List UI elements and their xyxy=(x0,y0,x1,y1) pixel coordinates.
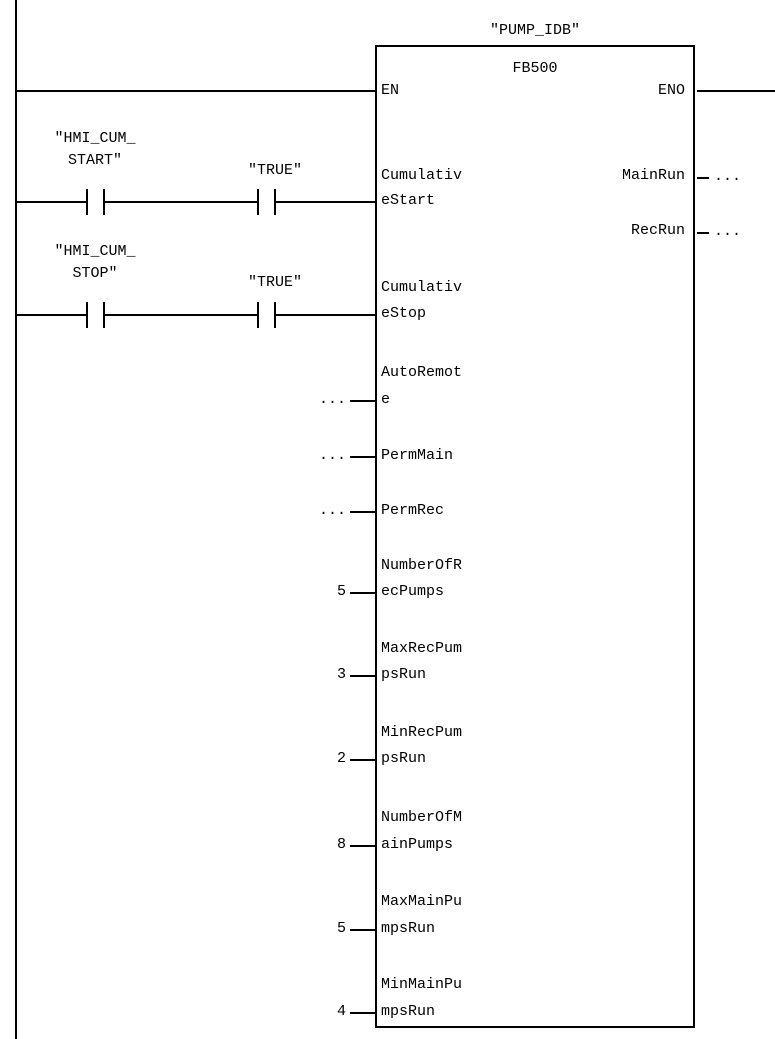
pin-cumulative-stop-line2: eStop xyxy=(381,305,427,322)
pin-cumulative-stop: Cumulativ xyxy=(381,279,463,296)
contact-hmi-cum-stop-left-bar xyxy=(86,302,88,328)
pin-main-run: MainRun xyxy=(621,167,685,184)
pin-cumulative-start-line2: eStart xyxy=(381,192,436,209)
pin-perm-main-stub xyxy=(350,456,375,458)
contact-true-2-right-bar xyxy=(274,302,276,328)
pin-auto-remote: AutoRemot xyxy=(381,364,463,381)
en-rung-wire xyxy=(15,90,375,92)
pin-min-rec-pumps-run-line2: psRun xyxy=(381,750,427,767)
pin-min-main-pumps-run-line2: mpsRun xyxy=(381,1003,436,1020)
function-block[interactable] xyxy=(375,45,695,1028)
contact-hmi-cum-stop-tag-line2: STOP" xyxy=(72,265,118,282)
contact-hmi-cum-stop-right-bar xyxy=(103,302,105,328)
contact-hmi-cum-stop-tag: "HMI_CUM_ xyxy=(54,243,136,260)
pin-rec-run-stub xyxy=(697,232,709,234)
pin-number-of-rec-pumps-line2: ecPumps xyxy=(381,583,445,600)
pin-perm-rec-value[interactable]: ... xyxy=(318,502,346,519)
contact-hmi-cum-start-right-bar xyxy=(103,189,105,215)
eno-output-wire xyxy=(697,90,775,92)
pin-cumulative-start: Cumulativ xyxy=(381,167,463,184)
power-rail xyxy=(15,0,17,1039)
pin-max-rec-pumps-run-stub xyxy=(350,675,375,677)
pin-min-main-pumps-run: MinMainPu xyxy=(381,976,463,993)
pin-min-main-pumps-run-value[interactable]: 4 xyxy=(336,1003,346,1020)
pin-main-run-value[interactable]: ... xyxy=(714,168,742,185)
pin-number-of-rec-pumps-stub xyxy=(350,592,375,594)
rung-stop-wire xyxy=(15,314,86,316)
pin-number-of-main-pumps: NumberOfM xyxy=(381,809,463,826)
contact-hmi-cum-start-tag-line2: START" xyxy=(67,152,122,169)
contact-true-1-right-bar xyxy=(274,189,276,215)
en-pin-label: EN xyxy=(381,82,400,99)
pin-rec-run: RecRun xyxy=(630,222,685,239)
rung-stop-wire xyxy=(105,314,257,316)
pin-main-run-stub xyxy=(697,177,709,179)
pin-number-of-rec-pumps-value[interactable]: 5 xyxy=(336,583,346,600)
contact-true-1-left-bar xyxy=(257,189,259,215)
pin-perm-rec: PermRec xyxy=(381,502,445,519)
pin-rec-run-value[interactable]: ... xyxy=(714,223,742,240)
eno-pin-label: ENO xyxy=(657,82,685,99)
pin-perm-main: PermMain xyxy=(381,447,454,464)
pin-max-main-pumps-run-value[interactable]: 5 xyxy=(336,920,346,937)
pin-max-main-pumps-run: MaxMainPu xyxy=(381,893,463,910)
pin-number-of-main-pumps-value[interactable]: 8 xyxy=(336,836,346,853)
rung-stop-wire xyxy=(276,314,375,316)
pin-perm-main-value[interactable]: ... xyxy=(318,447,346,464)
contact-true-2-left-bar xyxy=(257,302,259,328)
block-type-label: FB500 xyxy=(512,60,558,77)
pin-min-rec-pumps-run-value[interactable]: 2 xyxy=(336,750,346,767)
contact-true-2-tag: "TRUE" xyxy=(247,274,302,291)
pin-max-main-pumps-run-stub xyxy=(350,929,375,931)
pin-number-of-main-pumps-stub xyxy=(350,845,375,847)
pin-number-of-rec-pumps: NumberOfR xyxy=(381,557,463,574)
rung-start-wire xyxy=(105,201,257,203)
pin-auto-remote-stub xyxy=(350,400,375,402)
rung-start-wire xyxy=(276,201,375,203)
pin-auto-remote-value[interactable]: ... xyxy=(318,391,346,408)
pin-min-rec-pumps-run-stub xyxy=(350,759,375,761)
rung-start-wire xyxy=(15,201,86,203)
pin-max-main-pumps-run-line2: mpsRun xyxy=(381,920,436,937)
contact-true-1-tag: "TRUE" xyxy=(247,162,302,179)
pin-perm-rec-stub xyxy=(350,511,375,513)
instance-db-label: "PUMP_IDB" xyxy=(489,22,580,39)
pin-auto-remote-line2: e xyxy=(381,391,391,408)
contact-hmi-cum-start-tag: "HMI_CUM_ xyxy=(54,130,136,147)
pin-max-rec-pumps-run-value[interactable]: 3 xyxy=(336,666,346,683)
pin-number-of-main-pumps-line2: ainPumps xyxy=(381,836,454,853)
contact-hmi-cum-start-left-bar xyxy=(86,189,88,215)
pin-max-rec-pumps-run-line2: psRun xyxy=(381,666,427,683)
pin-max-rec-pumps-run: MaxRecPum xyxy=(381,640,463,657)
pin-min-main-pumps-run-stub xyxy=(350,1012,375,1014)
pin-min-rec-pumps-run: MinRecPum xyxy=(381,724,463,741)
